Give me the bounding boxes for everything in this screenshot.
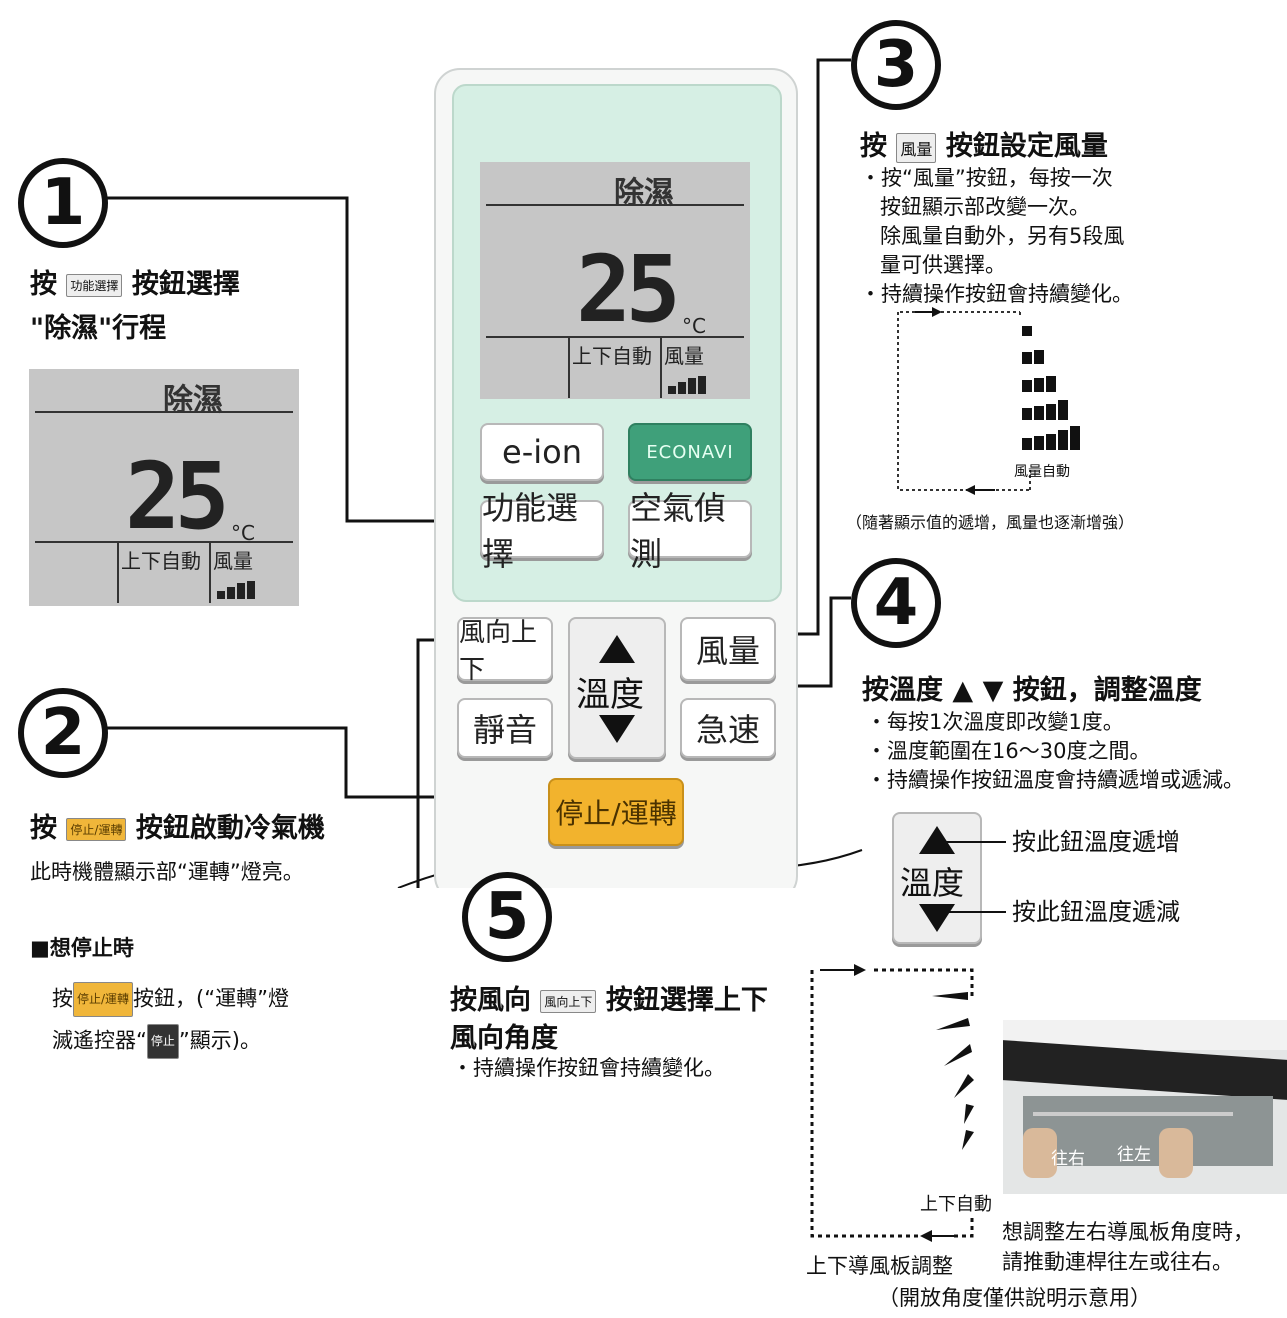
triangle-up-icon	[919, 826, 955, 854]
fan-level-icon	[668, 374, 706, 394]
temperature-button-detail: 溫度	[892, 812, 982, 944]
on-off-button[interactable]: 停止/運轉	[548, 778, 684, 846]
push-right-label: 往右	[1051, 1149, 1085, 1169]
step-5-heading-line2: 風向角度	[450, 1023, 558, 1054]
step-5-heading: 按風向 風向上下 按鈕選擇上下	[450, 985, 768, 1016]
fan-speed-button-icon: 風量	[896, 132, 937, 163]
lcd-display-small: 除濕 25 °C 上下自動 風量	[29, 369, 299, 606]
step-5-footnote: （開放角度僅供說明示意用）	[878, 1286, 1151, 1310]
lcd-temp: 25	[125, 443, 230, 550]
step-3-note: （隨著顯示值的遞增，風量也逐漸增強）	[846, 513, 1135, 532]
fan-speed-button[interactable]: 風量	[680, 617, 776, 681]
temperature-button[interactable]: 溫度	[568, 617, 666, 759]
temperature-label: 溫度	[900, 864, 965, 902]
step-5-number: 5	[462, 872, 552, 962]
lr-line-1: 想調整左右導風板角度時，	[1002, 1220, 1254, 1244]
stop-badge-icon: 停止	[146, 1024, 179, 1059]
temp-down-label: 按此鈕溫度遞減	[1012, 898, 1180, 926]
fan-level-icon	[217, 579, 255, 599]
eion-button[interactable]: e-ion	[480, 423, 604, 481]
step-3-line-1: ・按“風量”按鈕，每按一次	[860, 166, 1113, 190]
hand-icon	[1159, 1128, 1193, 1178]
function-select-button-icon: 功能選擇	[66, 274, 123, 297]
push-left-label: 往左	[1117, 1145, 1151, 1165]
vent-photo: 往右 往左	[1003, 1020, 1287, 1194]
fan-auto-label: 風量自動	[1014, 464, 1070, 480]
step-3-line-5: ・持續操作按鈕會持續變化。	[860, 282, 1133, 306]
lcd-swing-label: 上下自動	[121, 549, 201, 573]
triangle-up-icon[interactable]	[599, 635, 635, 663]
triangle-down-icon[interactable]	[599, 715, 635, 743]
on-off-button-icon: 停止/運轉	[73, 982, 134, 1017]
swing-auto-label: 上下自動	[920, 1194, 992, 1215]
step-2-heading: 按 停止/運轉 按鈕啟動冷氣機	[30, 813, 325, 844]
step-2-number: 2	[18, 688, 108, 778]
step-4-number: 4	[851, 558, 941, 648]
lr-line-2: 請推動連桿往左或往右。	[1002, 1250, 1233, 1274]
step-2-body: 此時機體顯示部“運轉”燈亮。	[30, 860, 304, 884]
swing-updown-button[interactable]: 風向上下	[457, 617, 553, 685]
step-5-line: ・持續操作按鈕會持續變化。	[452, 1056, 725, 1080]
step-3-line-3: 除風量自動外，另有5段風	[880, 224, 1125, 248]
stop-line-2: 滅遙控器“停止”顯示)。	[52, 1024, 261, 1059]
hand-icon	[1023, 1128, 1057, 1178]
step-1-number: 1	[18, 158, 108, 248]
step-4-line-1: ・每按1次溫度即改變1度。	[866, 710, 1124, 734]
temperature-label: 溫度	[576, 675, 644, 715]
step-3-line-2: 按鈕顯示部改變一次。	[880, 195, 1090, 219]
on-off-button-icon: 停止/運轉	[66, 818, 127, 841]
step-3-line-4: 量可供選擇。	[880, 253, 1006, 277]
triangle-down-icon	[919, 904, 955, 932]
step-4-line-2: ・溫度範圍在16〜30度之間。	[866, 739, 1151, 763]
stop-title: ■想停止時	[30, 936, 134, 960]
step-3-heading: 按 風量 按鈕設定風量	[860, 131, 1108, 163]
lcd-fan-label: 風量	[664, 344, 704, 368]
lcd-swing-label: 上下自動	[572, 344, 652, 368]
lcd-display-large: 除濕 25 °C 上下自動 風量	[480, 162, 750, 399]
temp-up-label: 按此鈕溫度遞增	[1012, 828, 1180, 856]
stop-line-1: 按停止/運轉按鈕，(“運轉”燈	[52, 982, 289, 1017]
step-1-heading-line2: "除濕"行程	[30, 313, 167, 344]
lcd-fan-label: 風量	[213, 549, 253, 573]
swing-diagram-caption: 上下導風板調整	[806, 1254, 953, 1278]
econavi-button[interactable]: ECONAVI	[628, 423, 752, 481]
lcd-unit: °C	[682, 314, 706, 338]
quiet-button[interactable]: 靜音	[457, 698, 553, 758]
swing-button-icon: 風向上下	[540, 990, 597, 1013]
lcd-temp: 25	[576, 236, 681, 343]
step-3-number: 3	[851, 20, 941, 110]
step-1-heading: 按 功能選擇 按鈕選擇	[30, 269, 240, 300]
step-4-heading: 按溫度 ▲ ▼ 按鈕，調整溫度	[862, 675, 1202, 706]
lcd-unit: °C	[231, 521, 255, 545]
step-4-line-3: ・持續操作按鈕溫度會持續遞增或遞減。	[866, 768, 1244, 792]
rapid-button[interactable]: 急速	[680, 698, 776, 758]
